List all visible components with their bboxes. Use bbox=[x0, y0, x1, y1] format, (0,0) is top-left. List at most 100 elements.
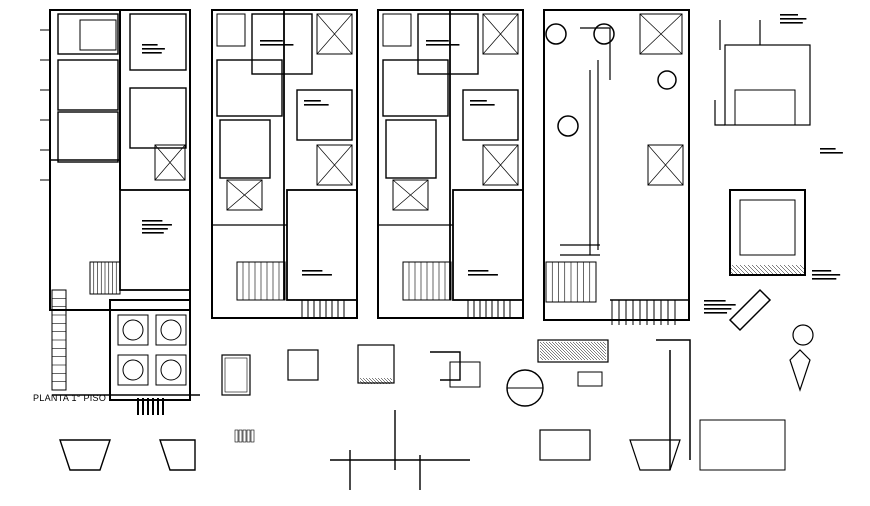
detail-notes bbox=[704, 312, 728, 314]
toilet-front bbox=[59, 439, 111, 471]
tile-detail bbox=[242, 429, 247, 443]
plan-1-main-room-text bbox=[142, 232, 164, 234]
tank-base bbox=[734, 89, 796, 126]
plan-3-main-room bbox=[452, 189, 524, 301]
pipe-run-detail bbox=[537, 339, 609, 363]
tank-pipes bbox=[714, 20, 761, 126]
plan-2-room-top-text bbox=[260, 40, 283, 42]
plan-1-bath-fixture bbox=[79, 19, 117, 51]
plan-1-tank-circle bbox=[122, 319, 144, 341]
plan-4-fixture bbox=[657, 70, 677, 90]
trap-hatch bbox=[359, 377, 393, 385]
plan-2-room-c bbox=[219, 119, 271, 179]
valve-detail bbox=[792, 324, 814, 346]
plan-4-shaft-top bbox=[639, 13, 683, 55]
plan-2-main-text bbox=[302, 270, 323, 272]
plan-3-shaft-top bbox=[482, 13, 519, 55]
riser-pipe bbox=[656, 339, 691, 470]
plan-2-room-b bbox=[296, 89, 353, 141]
plan-1-shaft bbox=[154, 144, 186, 181]
detail-notes bbox=[780, 18, 807, 20]
plan-2-main-text bbox=[302, 274, 332, 276]
plan-4-shaft-mid bbox=[647, 144, 684, 186]
detail-notes bbox=[704, 300, 726, 302]
detail-notes bbox=[704, 304, 736, 306]
plan-1-room-top-text bbox=[142, 52, 162, 54]
plan-4-fixture bbox=[593, 23, 615, 45]
pipe-run-hatch bbox=[539, 341, 607, 361]
detail-notes bbox=[780, 14, 798, 16]
plan-3-bath bbox=[382, 13, 412, 47]
plan-1-room-c bbox=[57, 111, 119, 163]
plan-1-main-room bbox=[119, 189, 191, 291]
plan-4-pipes bbox=[560, 27, 611, 256]
sink-detail bbox=[699, 419, 786, 471]
plan-1-bath-1 bbox=[57, 13, 119, 55]
tile-detail bbox=[238, 429, 243, 443]
plan-2-shaft-mid bbox=[316, 144, 353, 186]
plan-3-shaft-mid bbox=[482, 144, 519, 186]
plan-4-outline bbox=[543, 9, 690, 321]
tile-detail bbox=[246, 429, 251, 443]
plan-2-bath bbox=[216, 13, 246, 47]
plan-3-room-c bbox=[385, 119, 437, 179]
washbasin-detail bbox=[539, 429, 591, 461]
detail-notes bbox=[812, 270, 832, 272]
plan-3-room-a bbox=[382, 59, 449, 117]
plan-1-tank bbox=[155, 354, 187, 386]
tile-detail bbox=[250, 429, 255, 443]
plan-3-room-b bbox=[462, 89, 519, 141]
cistern-section bbox=[729, 189, 806, 276]
plan-3-room-top-text bbox=[426, 44, 460, 46]
plan-3-main-text bbox=[468, 274, 498, 276]
plan-1-tank-circle bbox=[160, 319, 182, 341]
drain-box bbox=[449, 361, 481, 388]
plan-1-tank-circle bbox=[122, 359, 144, 381]
plan-1-room-top-text bbox=[142, 44, 158, 46]
plan-2-room-top-text bbox=[260, 44, 294, 46]
plan-2-room-b-text bbox=[304, 100, 321, 102]
plan-1-room-top-text bbox=[142, 48, 165, 50]
valve-support bbox=[789, 349, 811, 392]
plan-1-tank bbox=[117, 314, 149, 346]
detail-notes bbox=[812, 274, 841, 276]
plan-2-room-b-text bbox=[304, 104, 329, 106]
inspection-box bbox=[287, 349, 319, 381]
plan-2-room-a bbox=[216, 59, 283, 117]
plan-1-main-room-text bbox=[142, 224, 172, 226]
small-box bbox=[577, 371, 603, 387]
plan-2-shaft-low bbox=[226, 179, 263, 211]
registry-box bbox=[221, 354, 251, 396]
plan-1-room-a bbox=[57, 59, 119, 111]
plan-1-tank bbox=[117, 354, 149, 386]
plan-3-room-top-text bbox=[426, 40, 449, 42]
tile-detail bbox=[234, 429, 239, 443]
detail-notes bbox=[704, 308, 732, 310]
detail-notes bbox=[820, 148, 836, 150]
cistern-inner bbox=[739, 199, 796, 256]
plan-2-shaft-top bbox=[316, 13, 353, 55]
pipe-joint-detail bbox=[728, 288, 772, 332]
plan-1-tank bbox=[155, 314, 187, 346]
plan-1-room-top bbox=[129, 13, 187, 71]
plan-1-main-room-text bbox=[142, 220, 163, 222]
plan-3-main-text bbox=[468, 270, 489, 272]
washbasin-section bbox=[629, 439, 681, 471]
detail-notes bbox=[780, 22, 803, 24]
plan-3-room-b-text bbox=[470, 104, 495, 106]
registry-box-inner bbox=[224, 357, 248, 393]
plan-4-fixture bbox=[557, 115, 579, 137]
plan-4-fixture bbox=[545, 23, 567, 45]
plan-1-tank-circle bbox=[160, 359, 182, 381]
cistern-hatch bbox=[729, 264, 806, 276]
toilet-side bbox=[159, 439, 196, 471]
detail-notes bbox=[812, 278, 837, 280]
plan-2-main-room bbox=[286, 189, 358, 301]
plan-3-shaft-low bbox=[392, 179, 429, 211]
plan-1-main-room-text bbox=[142, 228, 168, 230]
drainage-profile bbox=[330, 410, 470, 490]
floor-plan-title: PLANTA 1° PISO bbox=[33, 393, 107, 403]
plan-3-room-b-text bbox=[470, 100, 487, 102]
